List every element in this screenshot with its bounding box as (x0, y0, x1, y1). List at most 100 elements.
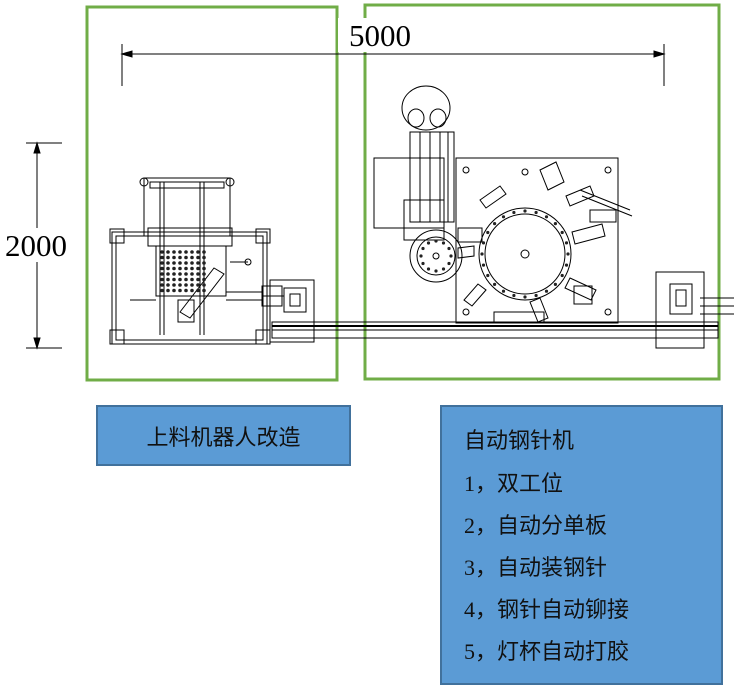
tray-hole (196, 283, 200, 287)
wheel-tooth (560, 273, 564, 278)
feature-item-4: 4，钢针自动铆接 (464, 589, 721, 631)
tray-hole (166, 272, 170, 276)
tray-hole (196, 266, 200, 271)
wheel-tooth (434, 269, 438, 273)
wheel-tooth (544, 289, 549, 293)
tray-hole (172, 277, 176, 282)
loading-tray-grid (160, 250, 206, 293)
wheel-tooth (501, 289, 506, 293)
tray-hole (160, 283, 164, 287)
wheel-tooth (560, 230, 564, 235)
feature-item-1: 1，双工位 (464, 463, 721, 505)
wheel-tooth (447, 246, 451, 251)
tray-hole (202, 255, 206, 260)
width-dimension-label: 5000 (349, 18, 411, 53)
feature-item-5: 5，灯杯自动打胶 (464, 631, 721, 673)
tray-hole (184, 255, 188, 260)
tray-hole (166, 266, 170, 271)
tray-hole (196, 255, 200, 260)
wheel-tooth (447, 261, 451, 266)
wheel-tooth (523, 209, 527, 213)
tray-hole (160, 277, 164, 282)
steel-pin-machine (373, 85, 734, 349)
wheel-tooth (481, 241, 486, 245)
wheel-tooth (493, 282, 497, 286)
tray-hole (166, 255, 170, 260)
tray-hole (172, 266, 176, 271)
tray-hole (196, 261, 200, 265)
wheel-tooth (419, 254, 423, 258)
feature-text: 自动装钢针 (497, 556, 608, 581)
wheel-tooth (426, 241, 431, 245)
tray-hole (178, 283, 182, 287)
tray-hole (160, 255, 164, 260)
wheel-tooth (512, 293, 516, 298)
wheel-tooth (564, 241, 569, 245)
wheel-tooth (486, 230, 490, 235)
tray-hole (196, 250, 200, 254)
tray-hole (160, 272, 164, 276)
wheel-tooth (564, 263, 569, 267)
tray-hole (190, 261, 194, 265)
tray-hole (202, 250, 206, 254)
wheel-tooth (523, 295, 527, 299)
loading-robot-label-box: 上料机器人改造 (96, 405, 351, 466)
tray-hole (166, 277, 170, 282)
feature-item-3: 3，自动装钢针 (464, 547, 721, 589)
tray-hole (178, 250, 182, 254)
wheel-tooth (421, 246, 425, 251)
tray-hole (178, 277, 182, 282)
wheel-tooth (553, 282, 558, 286)
tray-hole (196, 288, 200, 293)
tray-hole (184, 283, 188, 287)
tray-hole (166, 288, 170, 293)
tray-hole (196, 272, 200, 276)
tray-hole (178, 288, 182, 293)
tray-hole (160, 261, 164, 265)
loading-robot-label: 上料机器人改造 (146, 425, 301, 451)
tray-hole (190, 250, 194, 254)
tray-hole (166, 250, 170, 254)
tray-hole (166, 261, 170, 265)
wheel-tooth (486, 273, 490, 278)
tray-hole (172, 261, 176, 265)
tray-hole (166, 283, 170, 287)
tray-hole (178, 272, 182, 276)
wheel-tooth (566, 252, 570, 256)
wheel-tooth (501, 215, 506, 219)
tray-hole (172, 272, 176, 276)
tray-hole (202, 272, 206, 276)
wheel-tooth (480, 252, 484, 256)
tray-hole (178, 261, 182, 265)
height-dimension-label: 2000 (5, 228, 67, 263)
feature-number: 2， (464, 513, 498, 538)
wheel-tooth (441, 267, 446, 271)
transfer-module (262, 279, 719, 343)
tray-hole (190, 288, 194, 293)
tray-hole (178, 255, 182, 260)
wheel-tooth (434, 239, 438, 243)
tray-hole (202, 261, 206, 265)
feature-text: 双工位 (497, 472, 564, 497)
tray-hole (160, 250, 164, 254)
feature-text: 灯杯自动打胶 (497, 640, 630, 665)
wheel-tooth (481, 263, 486, 267)
tray-hole (190, 272, 194, 276)
wheel-tooth (512, 210, 516, 215)
feature-text: 钢针自动铆接 (497, 598, 630, 623)
wheel-tooth (426, 267, 431, 271)
feature-number: 4， (464, 597, 498, 622)
tray-hole (202, 266, 206, 271)
tray-hole (178, 266, 182, 271)
tray-hole (190, 283, 194, 287)
wheel-tooth (544, 215, 549, 219)
feature-number: 1， (464, 471, 498, 496)
wheel-tooth (534, 293, 538, 298)
indexing-wheel-teeth (419, 209, 570, 299)
tray-hole (184, 250, 188, 254)
tray-hole (190, 255, 194, 260)
steel-pin-machine-label-box: 自动钢针机 1，双工位 2，自动分单板 3，自动装钢针 4，钢针自动铆接 5，灯… (440, 405, 723, 685)
feature-item-2: 2，自动分单板 (464, 505, 721, 547)
tray-hole (160, 288, 164, 293)
